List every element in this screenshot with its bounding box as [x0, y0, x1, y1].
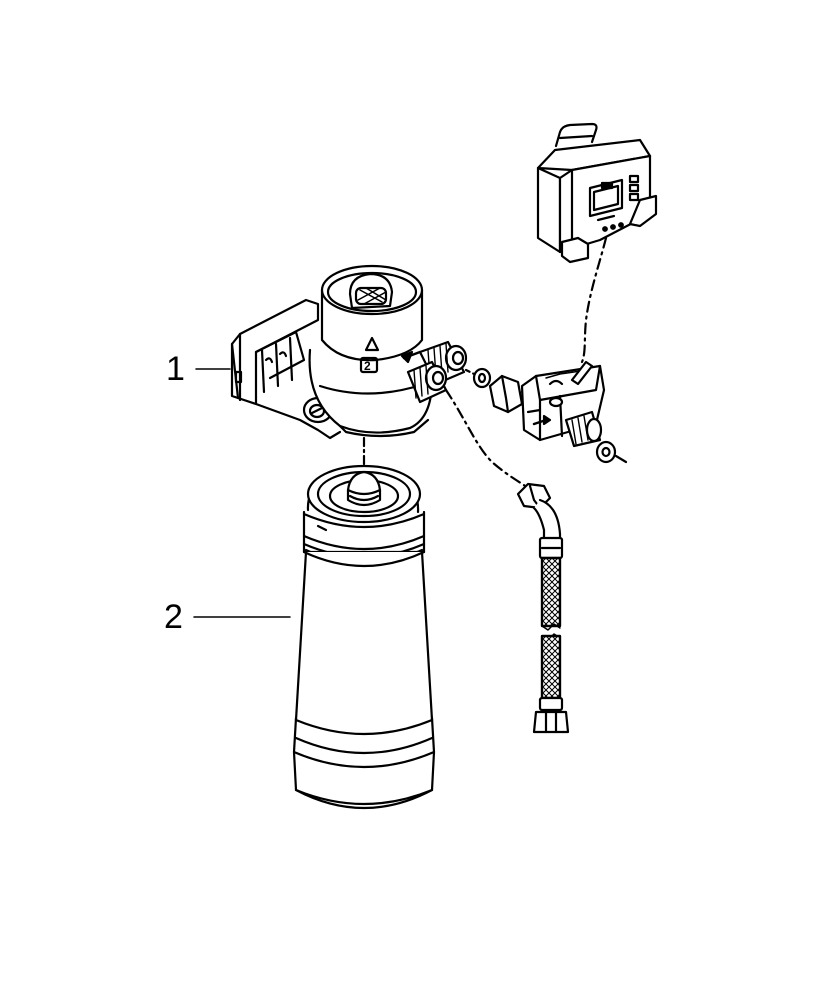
flow-meter [488, 360, 606, 448]
filter-cartridge [292, 436, 436, 809]
display-unit [536, 122, 658, 364]
head-marking: 2 [364, 359, 371, 373]
threaded-ports [400, 340, 468, 404]
connection-hose [444, 388, 570, 734]
washers [464, 367, 628, 464]
filter-head: 2 [230, 264, 468, 440]
callout-number-1: 1 [166, 350, 185, 388]
callout-number-2: 2 [164, 598, 183, 636]
